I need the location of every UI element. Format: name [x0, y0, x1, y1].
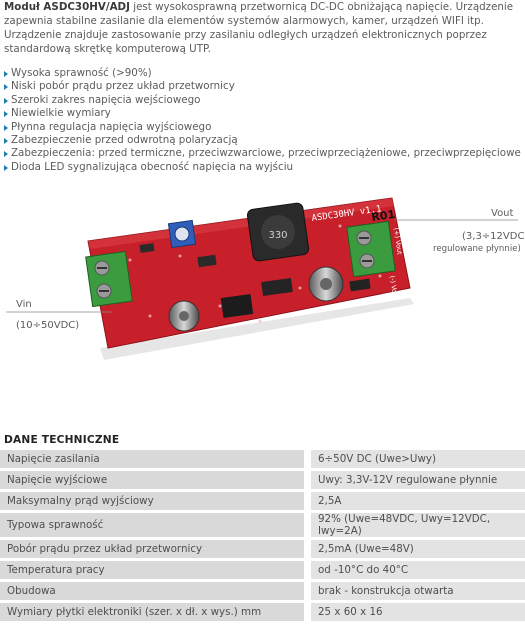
pin-vout-plus: (+) Vout — [392, 227, 404, 255]
spec-value: 2,5mA (Uwe=48V) — [311, 540, 525, 558]
feature-item: Zabezpieczenia: przed termiczne, przeciw… — [4, 147, 521, 160]
feature-item: Dioda LED sygnalizująca obecność napięci… — [4, 161, 521, 174]
table-row: Pobór prądu przez układ przetwornicy 2,5m… — [0, 540, 525, 558]
vout-note: regulowane płynnie) — [433, 244, 521, 254]
feature-item: Szeroki zakres napięcia wejściowego — [4, 94, 521, 107]
table-row: Wymiary płytki elektroniki (szer. x dł. … — [0, 603, 525, 621]
spec-label: Pobór prądu przez układ przetwornicy — [0, 540, 304, 558]
product-name: Moduł ASDC30HV/ADJ — [4, 1, 130, 13]
feature-list: Wysoka sprawność (>90%) Niski pobór prąd… — [4, 67, 521, 174]
table-row: Obudowa brak - konstrukcja otwarta — [0, 582, 525, 600]
module-photo: 330 ASDC30HV v1.1 R01 (-) Vout (+) Vout … — [6, 197, 518, 360]
spec-label: Maksymalny prąd wyjściowy — [0, 492, 304, 510]
product-description: Moduł ASDC30HV/ADJ jest wysokosprawną pr… — [4, 0, 519, 56]
vin-label: Vin — [16, 299, 32, 310]
feature-item: Wysoka sprawność (>90%) — [4, 67, 521, 80]
vout-range: (3,3÷12VDC — [462, 231, 525, 242]
pin-vin: Vin (+) — [76, 281, 87, 305]
feature-item: Płynna regulacja napięcia wyjściowego — [4, 121, 521, 134]
vout-label: Vout — [491, 208, 514, 219]
spec-value: 6÷50V DC (Uwe>Uwy) — [311, 450, 525, 468]
board-code: R01 — [371, 208, 396, 224]
inductor-marking: 330 — [268, 230, 287, 241]
pin-vout-minus: (-) Vout — [388, 275, 399, 300]
spec-value: 25 x 60 x 16 — [311, 603, 525, 621]
spec-label: Obudowa — [0, 582, 304, 600]
input-terminal — [85, 250, 133, 308]
table-row: Maksymalny prąd wyjściowy 2,5A — [0, 492, 525, 510]
feature-item: Niski pobór prądu przez układ przetworni… — [4, 80, 521, 93]
table-row: Napięcie wyjściowe Uwy: 3,3V-12V regulowa… — [0, 471, 525, 489]
product-description-text: jest wysokosprawną przetwornicą DC-DC ob… — [4, 1, 514, 55]
spec-value: brak - konstrukcja otwarta — [311, 582, 525, 600]
spec-label: Temperatura pracy — [0, 561, 304, 579]
specs-table: Napięcie zasilania 6÷50V DC (Uwe>Uwy) Nap… — [0, 447, 525, 624]
spec-label: Typowa sprawność — [0, 513, 304, 537]
table-row: Napięcie zasilania 6÷50V DC (Uwe>Uwy) — [0, 450, 525, 468]
spec-label: Napięcie zasilania — [0, 450, 304, 468]
spec-value: Uwy: 3,3V-12V regulowane płynnie — [311, 471, 525, 489]
table-row: Typowa sprawność 92% (Uwe=48VDC, Uwy=12VD… — [0, 513, 525, 537]
feature-item: Niewielkie wymiary — [4, 107, 521, 120]
table-row: Temperatura pracy od -10°C do 40°C — [0, 561, 525, 579]
output-terminal — [346, 220, 396, 278]
vin-range: (10÷50VDC) — [16, 320, 80, 331]
feature-item: Zabezpieczenie przed odwrotną polaryzacj… — [4, 134, 521, 147]
inductor: 330 — [246, 202, 310, 262]
spec-value: od -10°C do 40°C — [311, 561, 525, 579]
spec-value: 92% (Uwe=48VDC, Uwy=12VDC, Iwy=2A) — [311, 513, 525, 537]
pin-gnd: GND — [93, 323, 103, 339]
spec-value: 2,5A — [311, 492, 525, 510]
spec-label: Wymiary płytki elektroniki (szer. x dł. … — [0, 603, 304, 621]
spec-label: Napięcie wyjściowe — [0, 471, 304, 489]
specs-heading: DANE TECHNICZNE — [4, 434, 120, 446]
